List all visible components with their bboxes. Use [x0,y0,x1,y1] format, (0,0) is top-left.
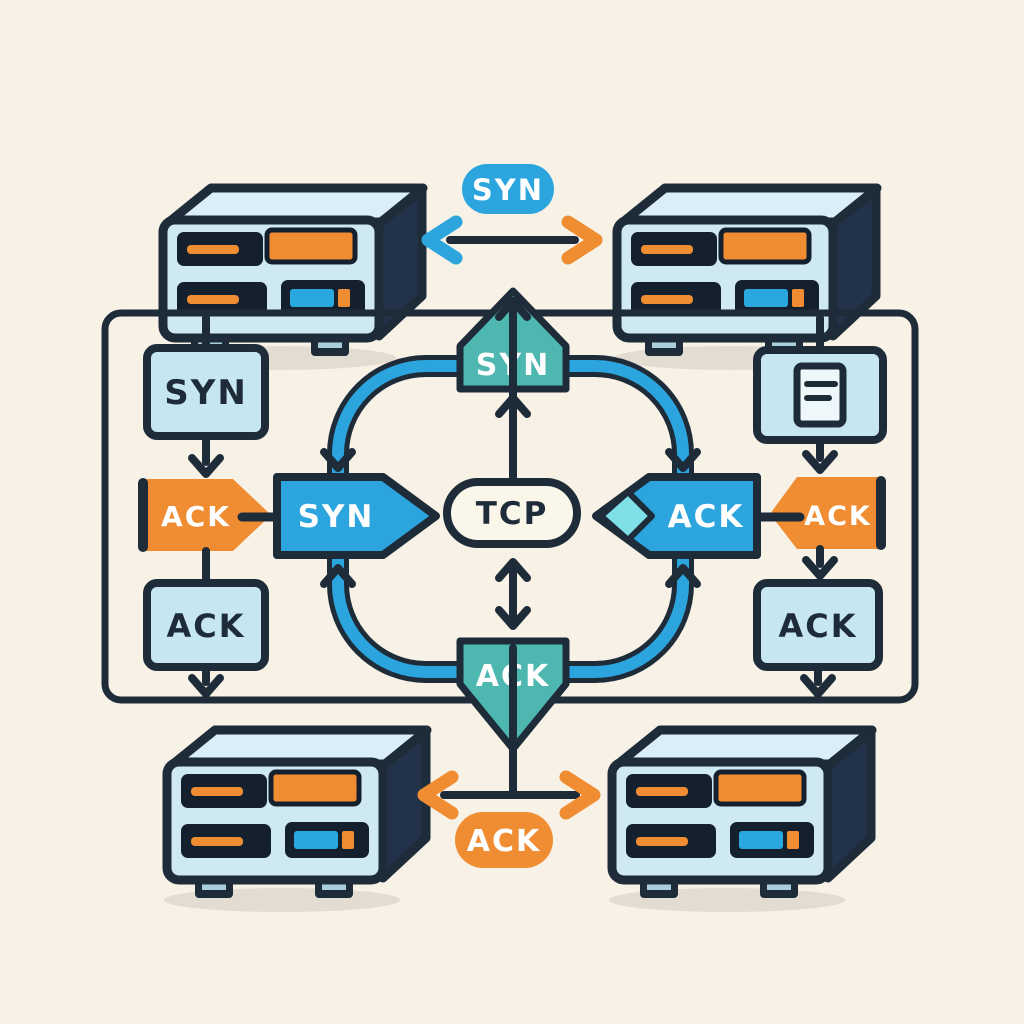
loop-direction-arrows [320,448,701,588]
right-ack-tag: ACK [770,476,886,550]
arrow-down-icon [188,663,224,698]
right-ack-tag-label: ACK [804,501,872,532]
arrowhead-right-icon [561,215,603,265]
top-syn-pill: SYN [462,164,554,214]
chevron-down-icon [320,448,356,472]
right-flow: ACK ACK [753,314,887,698]
top-exchange-arrow [421,215,603,265]
bottom-ack-pill-label: ACK [467,824,541,859]
syn-request-sign: SYN [273,473,440,559]
chevron-up-icon [320,564,356,588]
bottom-ack-pill: ACK [455,812,553,868]
arrowhead-left-icon [421,215,463,265]
center-vertical-arrows [495,297,531,797]
left-flow: SYN ACK ACK [138,314,294,698]
arrow-down-icon [188,432,224,478]
left-ack-box-label: ACK [166,607,245,645]
left-ack-tag-label: ACK [161,500,231,533]
arrow-tip-icon [598,489,655,543]
bottom-exchange-arrow [417,770,601,820]
arrow-down-icon [495,606,531,630]
chevron-up-icon [665,564,701,588]
arrow-up-icon [495,558,531,582]
arrow-down-icon [802,436,838,474]
syn-request-sign-label: SYN [298,499,375,535]
document-icon [793,362,847,428]
tcp-label: TCP [476,496,549,532]
arrow-up-icon [495,394,531,418]
left-ack-tag: ACK [138,478,271,552]
right-ack-box-label: ACK [778,607,857,645]
chevron-down-icon [665,448,701,472]
ack-reply-sign-label: ACK [668,499,745,535]
top-syn-pill-label: SYN [472,173,544,207]
arrow-up-icon [495,297,531,321]
arrowhead-right-icon [559,770,601,820]
arrow-down-icon [800,663,836,698]
left-syn-box-label: SYN [164,373,248,413]
arrow-down-icon [802,545,838,580]
arrowhead-left-icon [417,770,459,820]
ack-reply-sign: ACK [592,473,761,559]
tcp-protocol-pill: TCP [443,478,581,548]
